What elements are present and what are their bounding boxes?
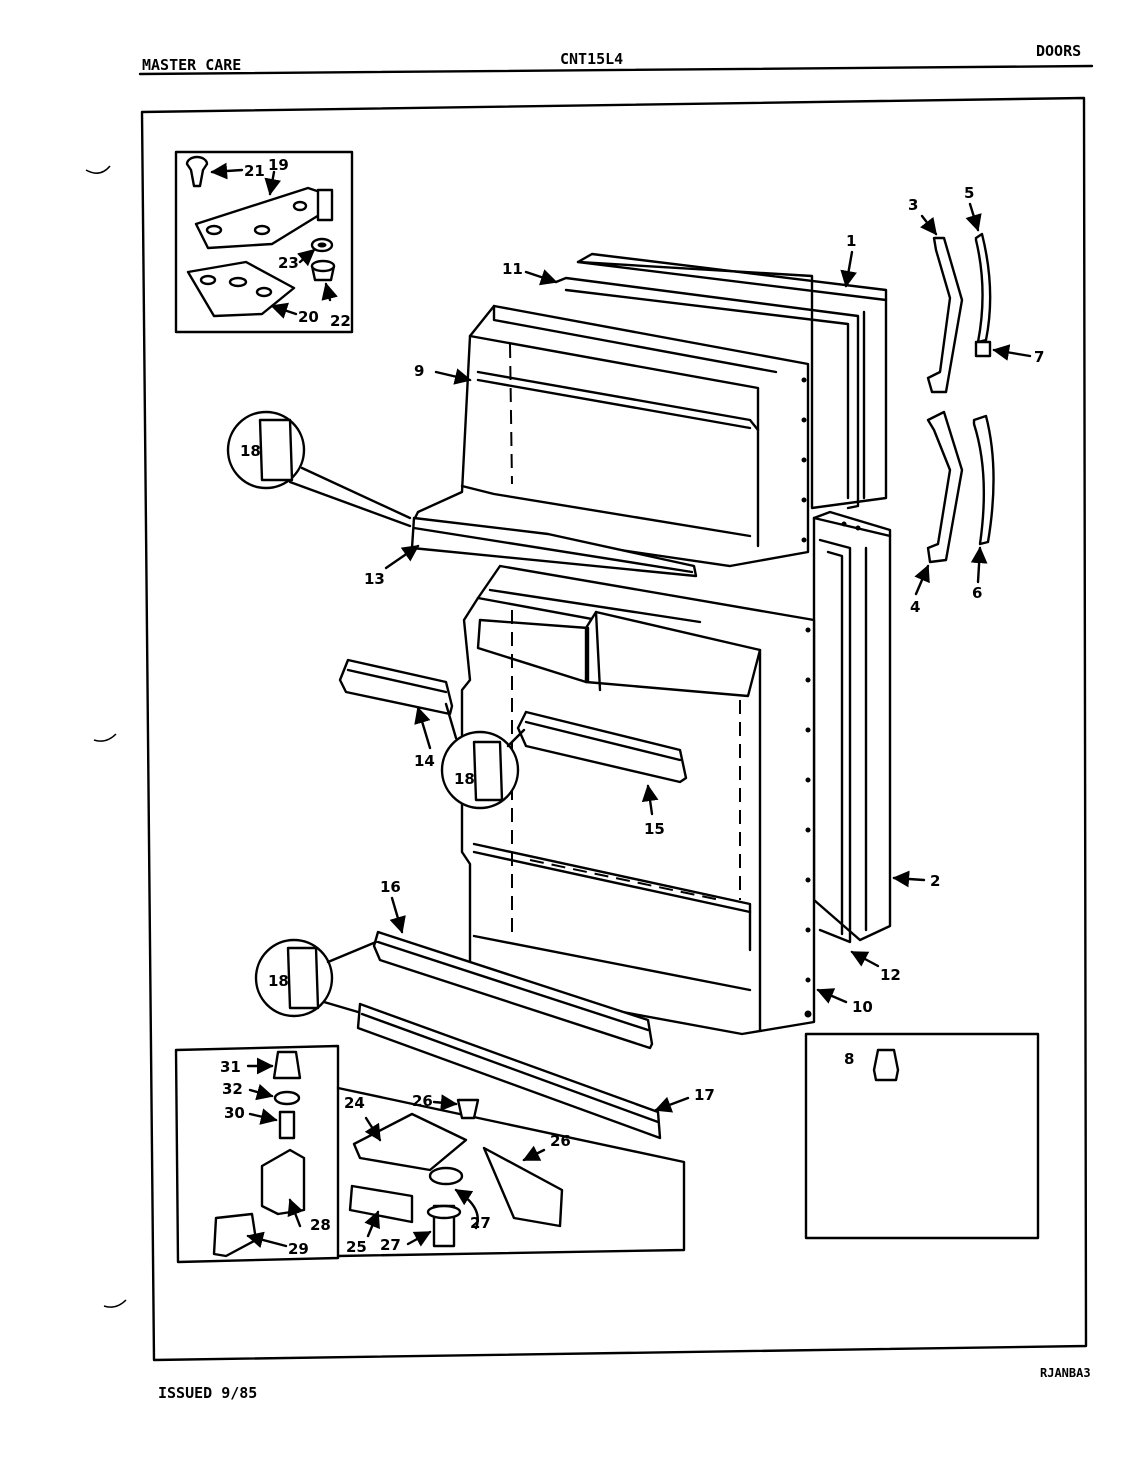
shelf-bar-14-part (338, 658, 454, 716)
callout-18-middle: 18 (454, 770, 475, 788)
callout-4: 4 (910, 598, 920, 616)
callout-8: 8 (844, 1050, 854, 1068)
fresh-food-door-liner (460, 564, 816, 1036)
footer-issued: ISSUED 9/85 (158, 1384, 258, 1402)
freezer-door-liner (410, 304, 810, 578)
callout-26-right: 26 (550, 1132, 571, 1150)
callout-29: 29 (288, 1240, 309, 1258)
callout-10: 10 (852, 998, 873, 1016)
callout-32: 32 (222, 1080, 243, 1098)
callout-9: 9 (414, 362, 424, 380)
callout-31: 31 (220, 1058, 241, 1076)
callout-14: 14 (414, 752, 435, 770)
callout-20: 20 (298, 308, 319, 326)
handle-upper-part (926, 236, 964, 394)
header-section: DOORS (1036, 42, 1082, 60)
callout-25: 25 (346, 1238, 367, 1256)
shelf-clip-details (226, 410, 526, 1018)
callout-labels: 1 2 3 4 5 6 7 8 9 10 11 12 13 14 15 16 1… (220, 156, 1044, 1258)
callout-28: 28 (310, 1216, 331, 1234)
callout-7: 7 (1034, 348, 1044, 366)
callout-5: 5 (964, 184, 974, 202)
callout-30: 30 (224, 1104, 245, 1122)
trim-lower-part (972, 414, 995, 546)
callout-12: 12 (880, 966, 901, 984)
callout-2: 2 (930, 872, 940, 890)
callout-1: 1 (846, 232, 856, 250)
callout-24: 24 (344, 1094, 365, 1112)
screw-part (185, 155, 209, 188)
callout-23: 23 (278, 254, 299, 272)
callout-11: 11 (502, 260, 523, 278)
callout-15: 15 (644, 820, 665, 838)
door-handles (914, 202, 1032, 596)
freezer-door-outer (576, 252, 888, 510)
callout-21: 21 (244, 162, 265, 180)
callout-3: 3 (908, 196, 918, 214)
handle-lower-part (926, 410, 964, 564)
lower-hinge-inset (174, 1044, 686, 1264)
footer-code: RJANBA3 (1040, 1366, 1091, 1380)
callout-6: 6 (972, 584, 982, 602)
header-model: CNT15L4 (560, 50, 624, 68)
callout-13: 13 (364, 570, 385, 588)
callout-18-top: 18 (240, 442, 261, 460)
callout-27-bottom: 27 (380, 1236, 401, 1254)
callout-19: 19 (268, 156, 289, 174)
leader-arrows (384, 250, 926, 1113)
upper-hinge-inset (174, 150, 354, 334)
callout-27-right: 27 (470, 1214, 491, 1232)
callout-16: 16 (380, 878, 401, 896)
page-frame (85, 64, 1094, 1362)
shelf-bar-16-part (372, 930, 654, 1050)
fresh-food-door-outer (812, 510, 892, 944)
callout-22: 22 (330, 312, 351, 330)
trim-upper-part (974, 232, 992, 344)
shelf-bars (338, 658, 688, 1140)
header-brand: MASTER CARE (142, 56, 242, 74)
hinge-plate-part (194, 186, 334, 250)
freezer-door-gasket (554, 276, 860, 510)
hinge-shim-part (186, 260, 296, 318)
plug-inset (804, 1032, 1040, 1240)
callout-18-bottom: 18 (268, 972, 289, 990)
callout-17: 17 (694, 1086, 715, 1104)
callout-26-top: 26 (412, 1092, 433, 1110)
shelf-bar-17-part (356, 1002, 662, 1140)
